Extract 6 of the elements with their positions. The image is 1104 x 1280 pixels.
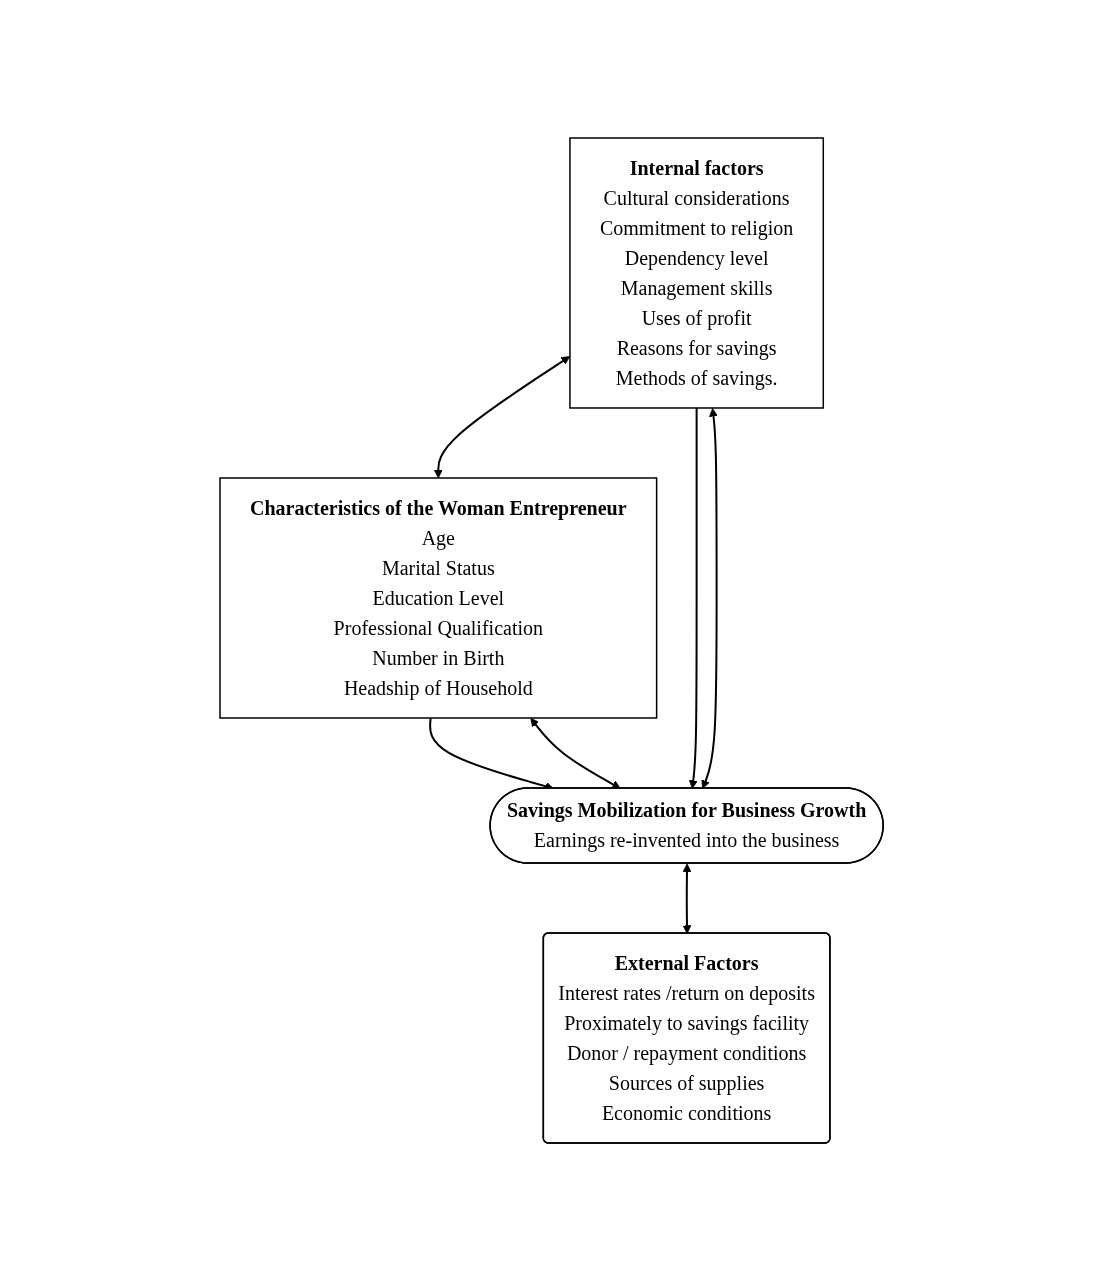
arrow: [683, 863, 692, 934]
arrow: [701, 407, 719, 789]
node-box: Characteristics of the Woman Entrepreneur Age Marital Status Education Level Professional Qualification Number in Birth Headship of Household: [219, 476, 658, 719]
node-box: Internal factors Cultural considerations Commitment to religion Dependency level Management skills Uses of profit Reasons for savings Methods of savings.: [569, 136, 825, 409]
arrow: [434, 355, 571, 478]
arrow: [689, 406, 699, 789]
